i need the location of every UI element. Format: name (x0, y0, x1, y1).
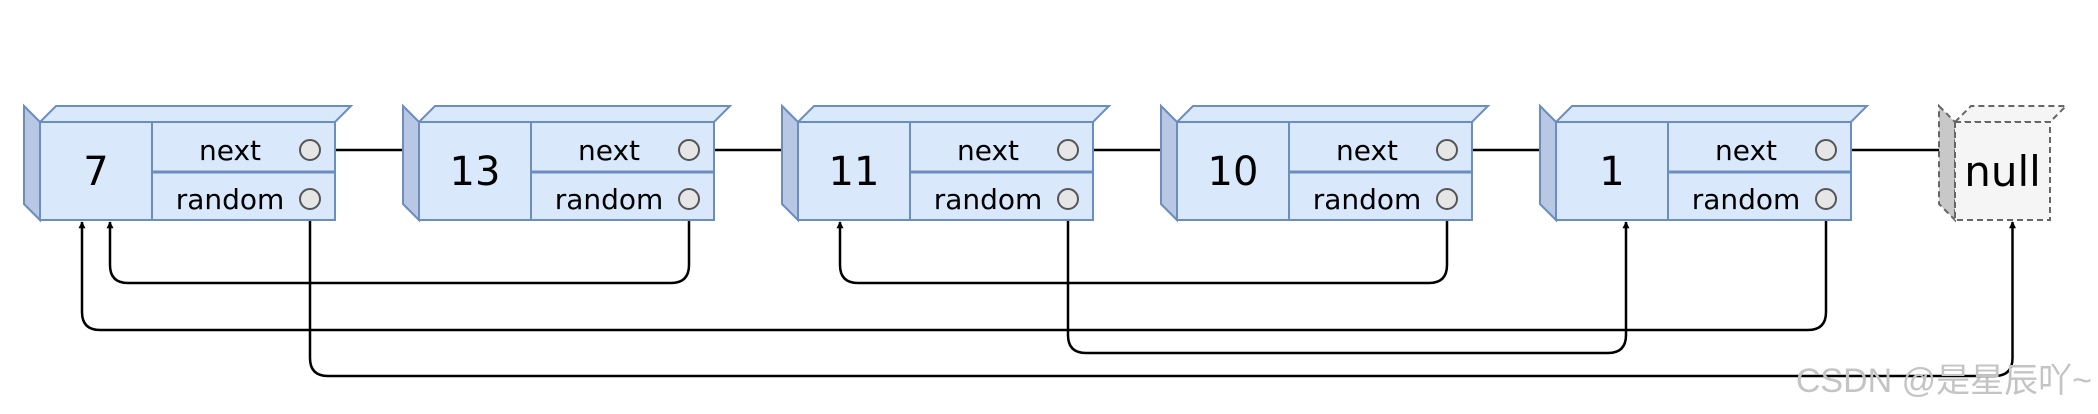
list-node: 11 next random (781, 103, 1112, 223)
random-port-icon (299, 188, 321, 210)
random-pointer-arrow (1066, 209, 1630, 355)
node-left-face (23, 103, 41, 223)
node-random-label: random (176, 183, 285, 216)
next-port-icon (678, 139, 700, 161)
null-node: null (1938, 103, 2069, 223)
list-node: 10 next random (1160, 103, 1491, 223)
random-pointer-links (78, 209, 2016, 378)
list-node: 7 next random (23, 103, 354, 223)
node-value: 13 (450, 149, 501, 195)
node-value: 1 (1599, 149, 1624, 195)
random-pointer-arrow (78, 209, 1828, 332)
node-random-label: random (555, 183, 664, 216)
next-port-icon (299, 139, 321, 161)
node-left-face (781, 103, 799, 223)
watermark: CSDN @是星辰吖~ (1796, 362, 2092, 400)
node-left-face (1539, 103, 1557, 223)
null-label: null (1964, 147, 2041, 196)
node-value: 7 (83, 149, 108, 195)
node-random-label: random (1692, 183, 1801, 216)
random-pointer-arrow (106, 209, 691, 285)
random-pointer-arrow (836, 209, 1449, 285)
node-value: 10 (1208, 149, 1259, 195)
null-node-top-face (1952, 105, 2069, 123)
node-next-label: next (1715, 134, 1777, 167)
null-node-front-face (1954, 121, 2051, 221)
list-node: 13 next random (402, 103, 733, 223)
next-port-icon (1815, 139, 1837, 161)
node-random-label: random (934, 183, 1043, 216)
node-next-label: next (199, 134, 261, 167)
node-random-label: random (1313, 183, 1422, 216)
list-node: 1 next random (1539, 103, 1870, 223)
node-top-face (37, 105, 354, 123)
next-port-icon (1436, 139, 1458, 161)
node-top-face (1174, 105, 1491, 123)
node-left-face (402, 103, 420, 223)
node-value: 11 (829, 149, 880, 195)
node-top-face (416, 105, 733, 123)
node-next-label: next (957, 134, 1019, 167)
random-port-icon (1436, 188, 1458, 210)
node-top-face (795, 105, 1112, 123)
node-top-face (1553, 105, 1870, 123)
list-nodes: 7 next random 13 next random 11 next random 10 nex… (23, 103, 1870, 223)
node-next-label: next (1336, 134, 1398, 167)
random-port-icon (1057, 188, 1079, 210)
node-next-label: next (578, 134, 640, 167)
random-port-icon (1815, 188, 1837, 210)
random-port-icon (678, 188, 700, 210)
node-left-face (1160, 103, 1178, 223)
random-pointer-arrow (308, 209, 2016, 378)
next-port-icon (1057, 139, 1079, 161)
null-node-side-face (1938, 103, 1956, 223)
